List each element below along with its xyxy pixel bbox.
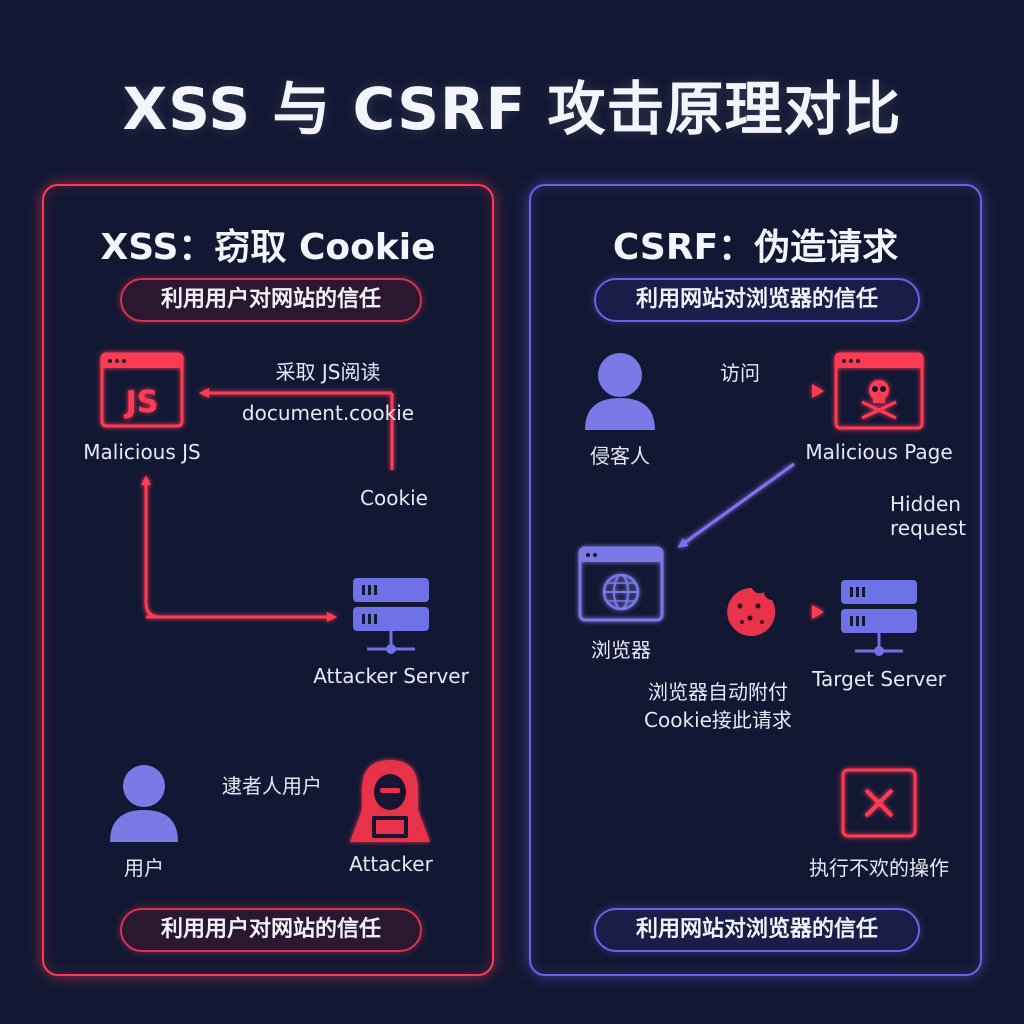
csrf-panel-title: CSRF：伪造请求 xyxy=(612,227,899,268)
browser-globe-icon xyxy=(578,546,664,622)
arrow-visit xyxy=(674,384,824,398)
cookie-label: Cookie xyxy=(360,486,428,510)
hidden-request-label-2: request xyxy=(890,516,967,540)
user-label: 用户 xyxy=(124,856,164,880)
xss-trust-pill-top: 利用用户对网站的信任 xyxy=(120,278,422,322)
malicious-page-skull-icon xyxy=(834,352,924,430)
target-server-label: Target Server xyxy=(812,667,946,691)
xss-trust-pill-bottom: 利用用户对网站的信任 xyxy=(120,908,422,952)
hacker-person-icon xyxy=(585,353,655,430)
arrow-page-to-browser xyxy=(677,462,795,548)
js-icon-text: JS xyxy=(124,385,159,420)
arrow-read-cookie xyxy=(199,388,394,470)
result-label: 执行不欢的操作 xyxy=(809,856,949,880)
xss-panel-title: XSS：窃取 Cookie xyxy=(100,227,436,268)
arrow-user-label: 逮者人用户 xyxy=(222,774,322,798)
auto-cookie-label-1: 浏览器自动附付 xyxy=(648,680,788,704)
xss-panel: XSS：窃取 Cookie 利用用户对网站的信任 利用用户对网站的信任 xyxy=(42,184,494,976)
unwanted-action-x-icon xyxy=(841,768,917,838)
csrf-trust-pill-bottom: 利用网站对浏览器的信任 xyxy=(594,908,920,952)
csrf-panel: CSRF：伪造请求 利用网站对浏览器的信任 利用网站对浏览器的信任 xyxy=(529,184,982,976)
read-cookie-label-1: 采取 JS阅读 xyxy=(275,360,381,384)
attacker-label: Attacker xyxy=(349,852,433,876)
js-window-icon: JS xyxy=(100,352,184,428)
hidden-request-label-1: Hidden xyxy=(890,492,961,516)
visit-label: 访问 xyxy=(720,361,760,385)
malicious-js-label: Malicious JS xyxy=(83,440,201,464)
hacker-label: 侵客人 xyxy=(590,444,650,468)
attacker-icon xyxy=(350,760,430,842)
user-icon xyxy=(110,765,178,842)
arrow-loop-js-server xyxy=(141,475,337,622)
read-cookie-label-2: document.cookie xyxy=(241,401,415,425)
attacker-server-label: Attacker Server xyxy=(313,664,469,688)
page-title: XSS 与 CSRF 攻击原理对比 xyxy=(122,75,902,143)
auto-cookie-label-2: Cookie接此请求 xyxy=(644,708,792,732)
attacker-server-icon xyxy=(353,578,429,654)
target-server-icon xyxy=(841,580,917,656)
browser-label: 浏览器 xyxy=(591,638,651,662)
cookie-icon xyxy=(727,587,776,636)
csrf-trust-pill-top: 利用网站对浏览器的信任 xyxy=(594,278,920,322)
malicious-page-label: Malicious Page xyxy=(805,440,953,464)
